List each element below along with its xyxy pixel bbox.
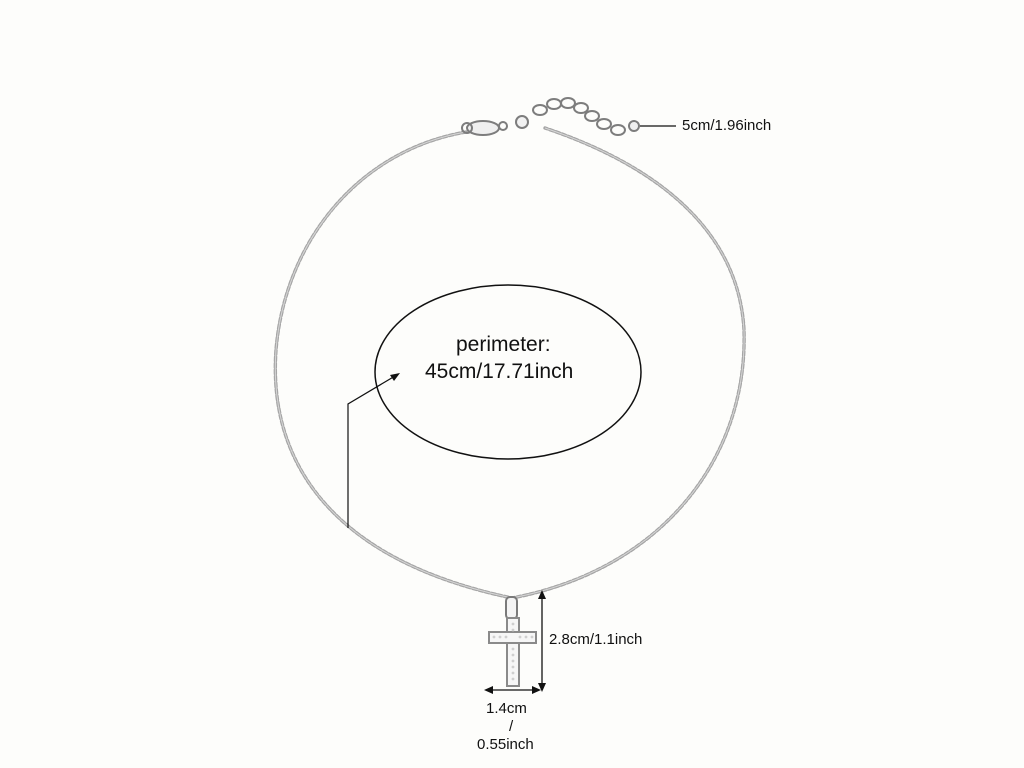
perimeter-value: 45cm/17.71inch: [425, 360, 574, 383]
perimeter-arrowhead: [390, 373, 400, 381]
perimeter-title: perimeter:: [456, 333, 551, 356]
extender-length-label: 5cm/1.96inch: [682, 117, 772, 134]
extender-chain: [532, 97, 640, 136]
pendant-width-dimension: [484, 686, 541, 694]
pendant-height-label: 2.8cm/1.1inch: [549, 631, 643, 648]
pendant-height-dimension: [538, 590, 546, 692]
pendant-width-separator: /: [509, 718, 514, 735]
perimeter-callout-ellipse: [374, 284, 642, 460]
perimeter-leader-line: [347, 375, 396, 528]
cross-pendant: [488, 596, 537, 687]
lobster-clasp: [461, 115, 529, 136]
pendant-width-cm-label: 1.4cm: [486, 700, 527, 717]
pendant-width-inch-label: 0.55inch: [477, 736, 534, 753]
